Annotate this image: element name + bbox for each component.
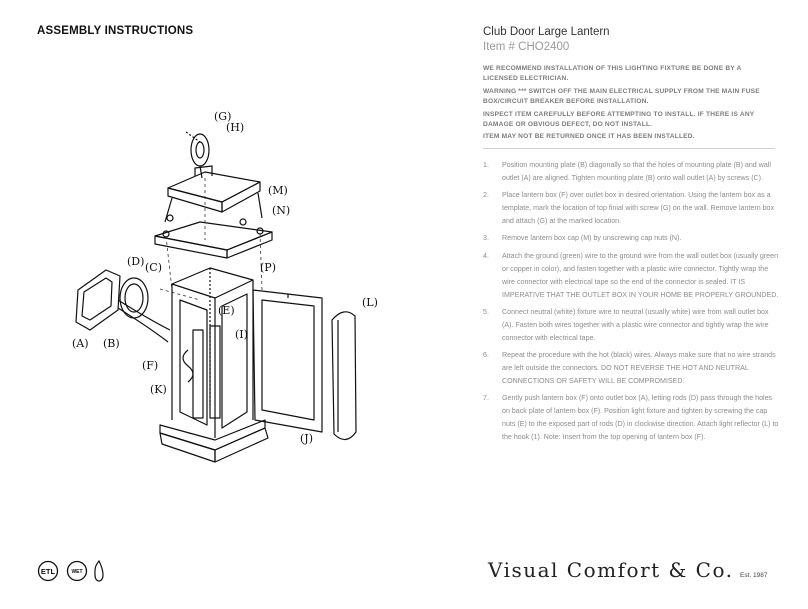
label-a: (A) — [72, 337, 89, 350]
label-h: (H) — [226, 121, 244, 134]
warning-text: WE RECOMMEND INSTALLATION OF THIS LIGHTI… — [483, 65, 742, 83]
label-n: (N) — [272, 204, 290, 217]
brand-established: Est. 1987 — [740, 572, 768, 579]
label-l: (L) — [362, 296, 378, 309]
label-m: (M) — [268, 184, 288, 197]
wet-location-icon: WET — [66, 560, 88, 582]
instruction-steps: 1. Position mounting plate (B) diagonally… — [483, 159, 779, 448]
label-e: (E) — [218, 304, 235, 317]
label-c: (C) — [145, 261, 162, 274]
label-i: (I) — [235, 328, 248, 341]
step-number: 4. — [483, 251, 489, 260]
label-j: (J) — [300, 432, 313, 445]
product-name: Club Door Large Lantern — [483, 26, 610, 38]
step-number: 7. — [483, 394, 489, 403]
brand-logo: Visual Comfort & Co. — [488, 558, 734, 582]
wet-mark-text: WET — [71, 569, 82, 575]
step-text: Gently push lantern box (F) onto outlet … — [502, 394, 779, 442]
step-number: 5. — [483, 307, 489, 316]
finial-part — [185, 131, 210, 179]
page-title: ASSEMBLY INSTRUCTIONS — [37, 25, 194, 37]
door-part — [252, 289, 323, 433]
step-number: 3. — [483, 234, 489, 243]
warning-text: WARNING *** SWITCH OFF THE MAIN ELECTRIC… — [483, 87, 760, 106]
step-text: Attach the ground (green) wire to the gr… — [502, 251, 779, 299]
list-item: 5. Connect neutral (white) fixture wire t… — [483, 306, 779, 345]
label-b: (B) — [103, 337, 120, 350]
list-item: 4. Attach the ground (green) wire to the … — [483, 250, 779, 302]
list-item: 3. Remove lantern box cap (M) by unscrewi… — [483, 232, 779, 245]
cap-plate-part — [154, 214, 273, 259]
step-number: 6. — [483, 350, 489, 359]
etl-mark-icon: ETL — [37, 560, 59, 582]
warning-text: INSPECT ITEM CAREFULLY BEFORE ATTEMPTING… — [483, 110, 755, 129]
reflector-part — [331, 311, 357, 441]
wall-outlet-part — [75, 269, 171, 343]
label-p: (P) — [260, 261, 276, 274]
list-item: 1. Position mounting plate (B) diagonally… — [483, 159, 779, 185]
step-text: Place lantern box (F) over outlet box in… — [502, 191, 775, 226]
list-item: 7. Gently push lantern box (F) onto outle… — [483, 392, 779, 444]
label-k: (K) — [150, 383, 167, 396]
lantern-box-part — [159, 267, 269, 463]
flame-icon — [94, 559, 104, 582]
divider — [483, 148, 775, 149]
etl-mark-text: ETL — [41, 567, 56, 576]
step-text: Remove lantern box cap (M) by unscrewing… — [502, 234, 682, 243]
step-number: 2. — [483, 191, 489, 200]
certification-icons: ETL WET — [37, 559, 104, 582]
label-f: (F) — [142, 359, 158, 372]
label-g: (G) — [214, 110, 231, 123]
step-number: 1. — [483, 161, 489, 169]
step-text: Position mounting plate (B) diagonally s… — [502, 161, 771, 182]
product-item-number: Item # CHO2400 — [483, 41, 570, 53]
lantern-cap-part — [164, 165, 263, 223]
label-d: (D) — [127, 255, 144, 268]
assembly-diagram: (G) (H) (M) (N) (D) (C) (P) (L) (E) (I) … — [72, 110, 378, 463]
step-text: Connect neutral (white) fixture wire to … — [502, 307, 769, 342]
list-item: 2. Place lantern box (F) over outlet box … — [483, 189, 779, 228]
warnings-block: WE RECOMMEND INSTALLATION OF THIS LIGHTI… — [483, 64, 775, 145]
warning-text: ITEM MAY NOT BE RETURNED ONCE IT HAS BEE… — [483, 133, 695, 141]
step-text: Repeat the procedure with the hot (black… — [502, 350, 776, 385]
list-item: 6. Repeat the procedure with the hot (bla… — [483, 349, 779, 388]
